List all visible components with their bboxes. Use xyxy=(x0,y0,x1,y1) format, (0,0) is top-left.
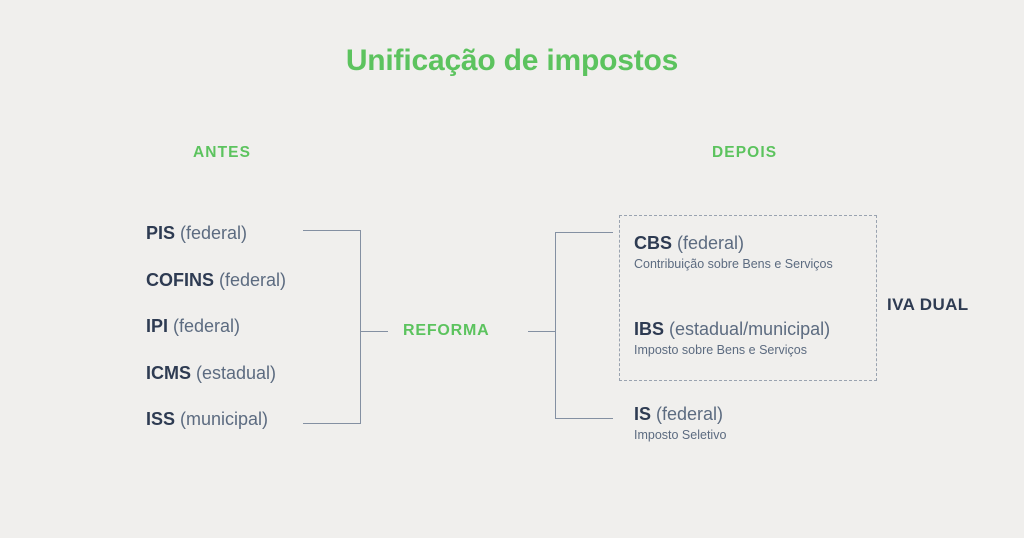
connector-right-bottom xyxy=(555,418,613,419)
tax-abbreviation: COFINS xyxy=(146,269,215,290)
tax-subtitle: Imposto sobre Bens e Serviços xyxy=(634,342,807,357)
tax-scope: (federal) xyxy=(214,269,287,290)
connector-right-spine xyxy=(555,232,556,419)
tax-scope: (federal) xyxy=(672,233,745,253)
tax-scope: (federal) xyxy=(175,223,248,243)
after-tax-is: IS (federal) Imposto Seletivo xyxy=(634,404,726,444)
tax-scope: (federal) xyxy=(168,316,241,336)
list-item: ICMS (estadual) xyxy=(146,362,446,409)
connector-left-stub xyxy=(360,331,388,332)
tax-name: IBS (estadual/municipal) xyxy=(634,319,830,341)
tax-name: IS (federal) xyxy=(634,404,726,426)
column-header-antes: ANTES xyxy=(193,144,252,161)
tax-scope: (estadual/municipal) xyxy=(664,319,831,339)
tax-scope: (estadual) xyxy=(191,362,277,383)
tax-subtitle: Imposto Seletivo xyxy=(634,427,727,442)
tax-abbreviation: PIS xyxy=(146,223,176,243)
page-title: Unificação de impostos xyxy=(345,44,679,77)
connector-right-stub xyxy=(528,331,556,332)
tax-abbreviation: CBS xyxy=(634,233,673,253)
tax-abbreviation: IPI xyxy=(146,316,169,336)
tax-abbreviation: IS xyxy=(634,404,652,424)
list-item: PIS (federal) xyxy=(146,222,446,269)
tax-scope: (federal) xyxy=(651,404,724,424)
column-header-depois: DEPOIS xyxy=(712,144,778,161)
tax-abbreviation: ICMS xyxy=(146,362,191,383)
tax-scope: (municipal) xyxy=(175,409,269,429)
before-tax-list: PIS (federal) COFINS (federal) IPI (fede… xyxy=(146,222,446,455)
tax-name: CBS (federal) xyxy=(634,233,833,255)
center-label-reforma: REFORMA xyxy=(403,322,490,339)
tax-abbreviation: ISS xyxy=(146,409,176,429)
connector-left-bottom xyxy=(303,423,361,424)
connector-left-spine xyxy=(360,230,361,424)
tax-abbreviation: IBS xyxy=(634,319,665,339)
connector-right-top xyxy=(555,232,613,233)
tax-subtitle: Contribuição sobre Bens e Serviços xyxy=(634,256,833,271)
iva-dual-label: IVA DUAL xyxy=(887,295,969,314)
after-tax-cbs: CBS (federal) Contribuição sobre Bens e … xyxy=(634,233,833,273)
iva-dual-group-box xyxy=(619,215,877,381)
list-item: ISS (municipal) xyxy=(146,408,446,455)
list-item: IPI (federal) xyxy=(146,315,446,362)
connector-left-top xyxy=(303,230,361,231)
after-tax-ibs: IBS (estadual/municipal) Imposto sobre B… xyxy=(634,319,830,359)
list-item: COFINS (federal) xyxy=(146,269,446,316)
